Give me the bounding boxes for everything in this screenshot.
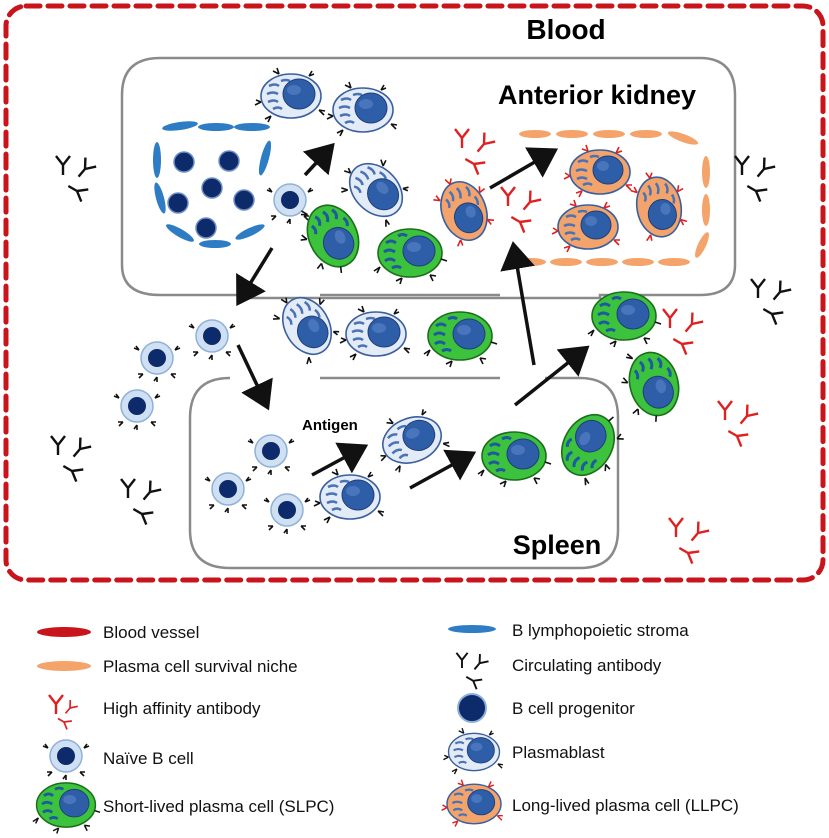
legend-high-affinity-antibody: High affinity antibody: [103, 699, 261, 718]
spleen-title: Spleen: [513, 530, 602, 560]
naive-b-cells: [113, 183, 314, 535]
legend: Blood vessel Plasma cell survival niche …: [31, 621, 739, 835]
legend-circulating-antibody: Circulating antibody: [512, 656, 662, 675]
survival-niche-swatch: [37, 661, 91, 671]
arrows: [236, 142, 590, 490]
legend-plasmablast: Plasmablast: [512, 743, 605, 762]
llpc-swatch: [440, 778, 504, 828]
blood-title: Blood: [526, 14, 605, 45]
legend-naive-b-cell: Naïve B cell: [103, 749, 194, 768]
stroma-swatch: [448, 625, 496, 633]
arrow-naive-to-plasmablast: [302, 142, 335, 177]
slpc-swatch: [31, 781, 102, 835]
arrow-kidney-to-blood: [236, 247, 274, 306]
arrow-to-kidney: [500, 241, 536, 366]
arrow-blood-to-spleen: [236, 344, 273, 411]
naive-b-cell-swatch: [42, 739, 90, 781]
arrow-spleen-to-blood: [513, 345, 590, 407]
plasmablast-swatch: [442, 727, 504, 776]
survival-niche: [514, 130, 710, 266]
antigen-label: Antigen: [302, 417, 358, 434]
blood-vessel-boundary: [3, 3, 826, 583]
arrow-naive-to-plasmablast-spleen: [311, 442, 369, 477]
legend-blood-vessel: Blood vessel: [103, 623, 199, 642]
arrow-plasmablast-to-slpc: [409, 449, 477, 490]
legend-llpc: Long-lived plasma cell (LLPC): [512, 796, 739, 815]
legend-b-cell-progenitor: B cell progenitor: [512, 699, 635, 718]
progenitor-swatch: [457, 693, 487, 723]
kidney-title: Anterior kidney: [498, 80, 696, 110]
high-affinity-antibody-swatch: [47, 693, 79, 731]
stroma-cluster: [153, 121, 272, 248]
circulating-antibody-swatch: [456, 653, 488, 689]
legend-survival-niche: Plasma cell survival niche: [103, 657, 298, 676]
legend-slpc: Short-lived plasma cell (SLPC): [103, 797, 334, 816]
arrow-to-niche: [489, 147, 559, 190]
progenitor-cluster: [167, 150, 255, 239]
anterior-kidney-box: [120, 56, 737, 300]
spleen-box: [188, 376, 620, 570]
blood-vessel-swatch: [37, 627, 91, 637]
legend-stroma: B lymphopoietic stroma: [512, 621, 689, 640]
